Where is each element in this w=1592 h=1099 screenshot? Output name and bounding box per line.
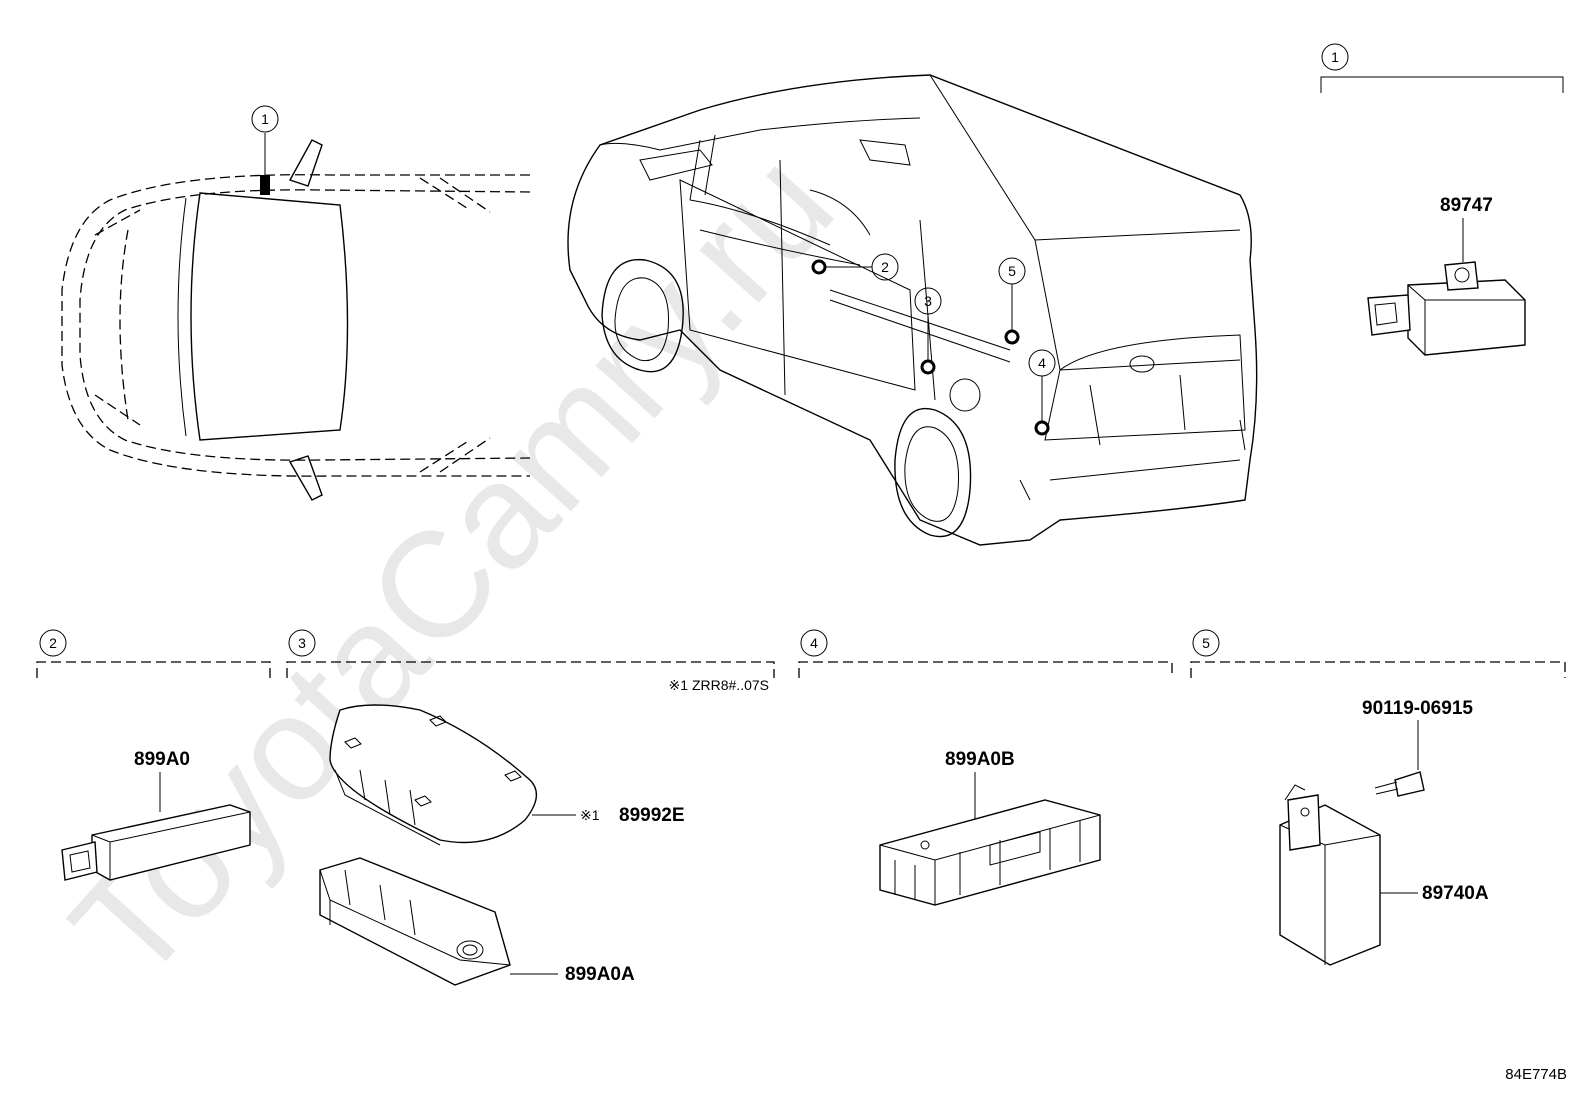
part-label-90119-06915: 90119-06915 [1362, 698, 1473, 719]
part-label-89747: 89747 [1440, 195, 1493, 216]
callout-3-van: 3 [924, 293, 932, 309]
callout-5-van: 5 [1008, 263, 1016, 279]
section-5-number: 5 [1202, 635, 1210, 651]
section-1: 1 89747 [1320, 43, 1564, 356]
callout-4-van: 4 [1038, 355, 1046, 371]
part-label-899A0: 899A0 [134, 749, 190, 770]
part-label-899A0A: 899A0A [565, 964, 635, 985]
watermark-text: ToyotaCamry.ru [39, 121, 865, 1012]
callout-1-top-view: 1 [261, 111, 269, 127]
section-5: 5 90119-06915 89740A [1190, 629, 1566, 966]
section-3-note: ※1 ZRR8#..07S [669, 677, 769, 693]
car-top-view: 1 [61, 105, 531, 501]
section-2-number: 2 [49, 635, 57, 651]
part-label-89740A: 89740A [1422, 883, 1489, 904]
part-label-899A0B: 899A0B [945, 749, 1015, 770]
section-1-number: 1 [1331, 49, 1339, 65]
section-3-number: 3 [298, 635, 306, 651]
part-89992E-marker: ※1 [580, 807, 600, 823]
section-4: 4 899A0B [798, 629, 1173, 906]
van-perspective-view: 2 3 5 4 [567, 74, 1258, 546]
part-label-89992E: 89992E [619, 805, 685, 826]
drawing-id: 84E774B [1505, 1066, 1567, 1083]
callout-2-van: 2 [881, 259, 889, 275]
section-2: 2 899A0 [36, 629, 271, 881]
section-3: 3 ※1 ZRR8#..07S ※1 89992E 899A0A [286, 629, 775, 986]
section-4-number: 4 [810, 635, 818, 651]
